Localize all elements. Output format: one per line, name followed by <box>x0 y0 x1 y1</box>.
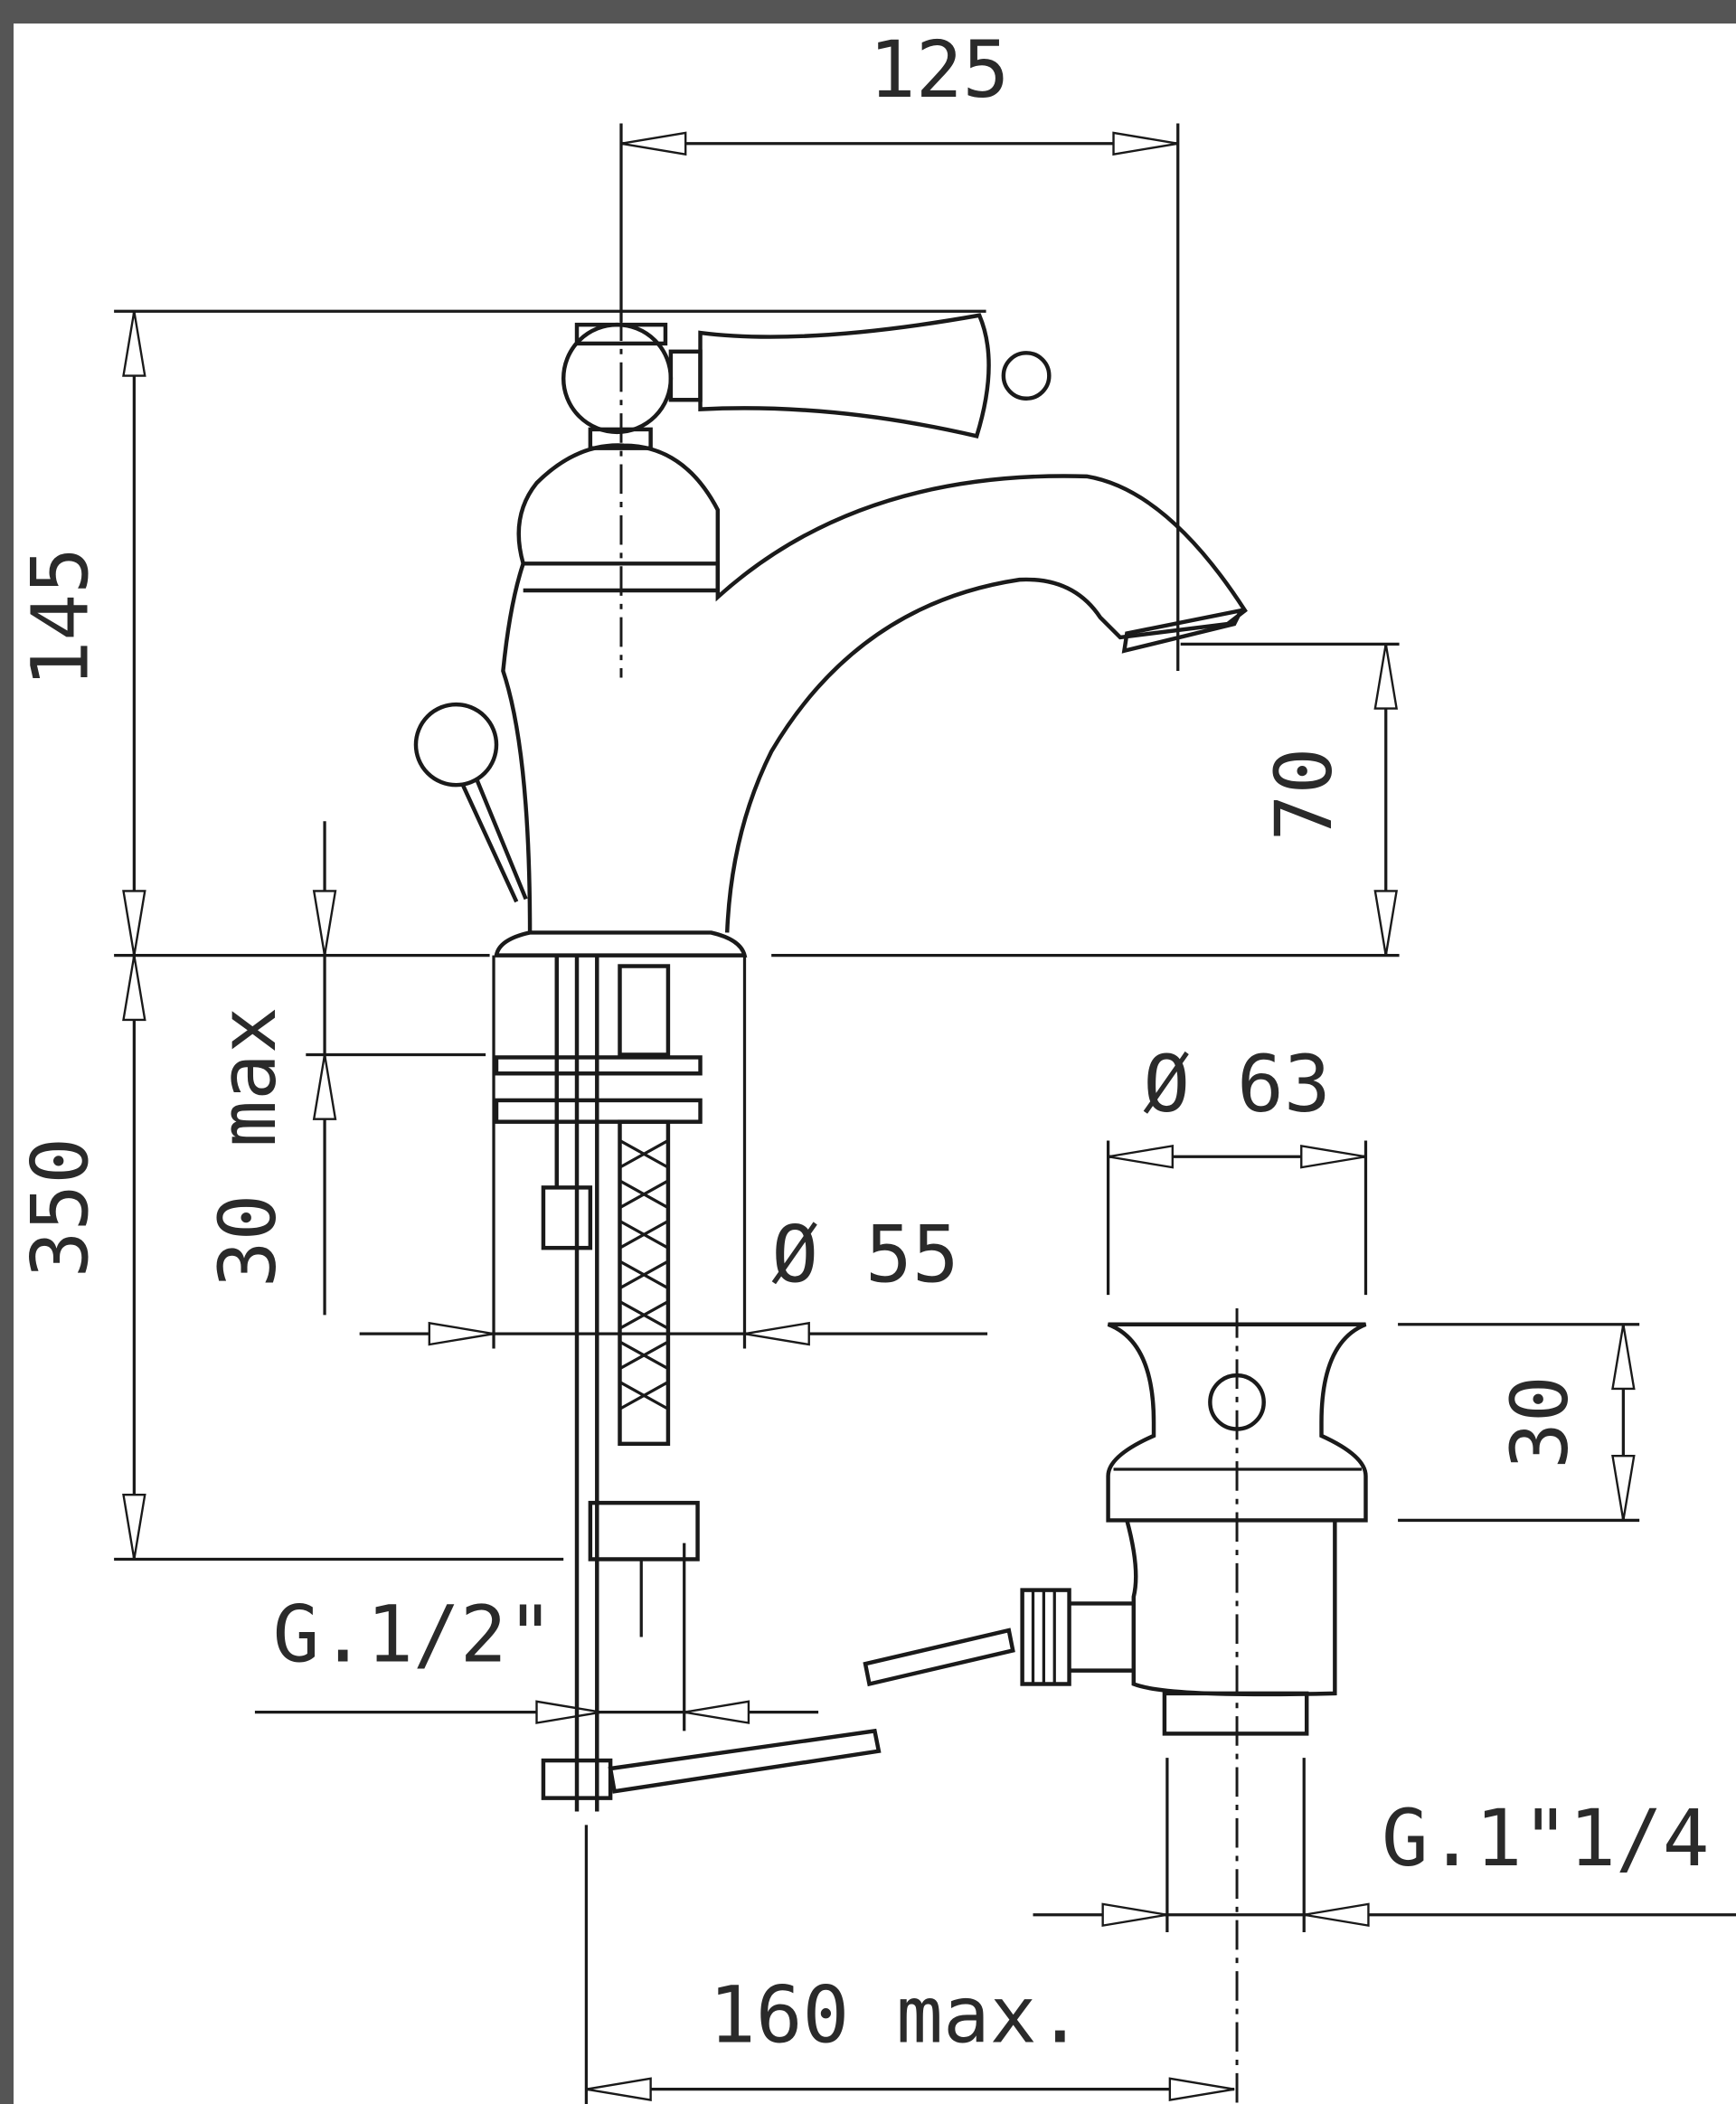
label-145: 145 <box>15 547 106 687</box>
dimension-g-1-2: G.1/2" <box>254 1543 819 1731</box>
under-deck-fittings <box>494 955 882 1812</box>
dimension-30-max: 30 max <box>203 821 486 1316</box>
frame-left-border <box>0 0 14 2104</box>
label-125: 125 <box>869 25 1009 116</box>
label-160-max: 160 max. <box>709 1971 1083 2062</box>
label-30-max: 30 max <box>203 1006 294 1288</box>
dimension-350: 350 <box>15 954 564 1561</box>
label-30: 30 <box>1495 1375 1586 1469</box>
label-diameter-55: Ø 55 <box>771 1210 958 1300</box>
frame-top-border <box>0 0 1736 24</box>
dimension-diameter-55: Ø 55 <box>359 955 988 1349</box>
dimension-70: 70 <box>1180 642 1400 957</box>
label-70: 70 <box>1260 748 1350 842</box>
faucet-body <box>413 311 1248 958</box>
dimension-160-max: 160 max. <box>584 1825 1236 2104</box>
label-g-1-1-4: G.1"1/4 <box>1382 1794 1710 1884</box>
label-350: 350 <box>15 1137 106 1278</box>
label-diameter-63: Ø 63 <box>1143 1040 1330 1130</box>
dimension-diameter-63: Ø 63 <box>1106 1040 1368 1296</box>
dimension-145: 145 <box>15 309 1400 958</box>
pop-up-waste <box>863 1307 1368 2104</box>
dimension-30: 30 <box>1398 1323 1640 1523</box>
label-g-1-2: G.1/2" <box>273 1590 554 1680</box>
dimension-g-1-1-4: G.1"1/4 <box>1033 1758 1736 1933</box>
dimension-125: 125 <box>619 25 1180 672</box>
